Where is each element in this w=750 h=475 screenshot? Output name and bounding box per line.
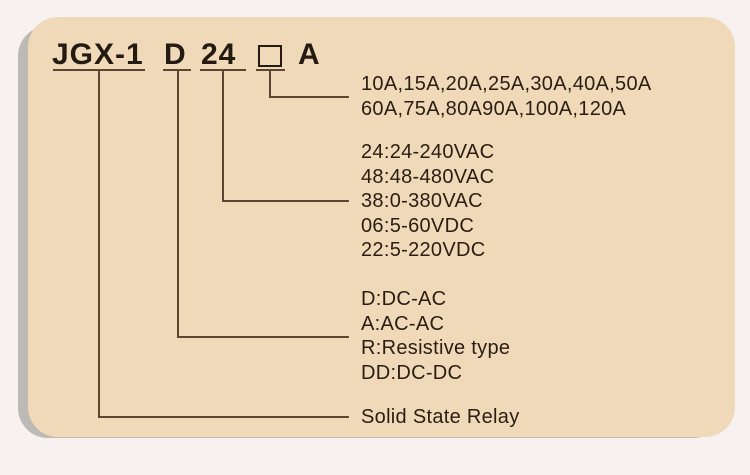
leader-current-horizontal (269, 96, 349, 98)
leader-current-vertical (269, 69, 271, 98)
leader-series-horizontal (98, 416, 349, 418)
code-series: JGX-1 (52, 38, 144, 71)
legend-series: Solid State Relay (361, 405, 520, 430)
legend-input-type: D:DC-AC A:AC-AC R:Resistive type DD:DC-D… (361, 287, 510, 385)
legend-current: 10A,15A,20A,25A,30A,40A,50A 60A,75A,80A9… (361, 72, 652, 121)
code-voltage: 24 (201, 38, 237, 71)
legend-voltage-line: 06:5-60VDC (361, 214, 475, 237)
model-code-card (28, 17, 735, 437)
legend-current-line: 60A,75A,80A90A,100A,120A (361, 97, 627, 120)
legend-voltage-line: 22:5-220VDC (361, 239, 486, 261)
legend-voltage-line: 24:24-240VAC (361, 141, 495, 163)
leader-input-type-vertical (177, 69, 179, 338)
legend-input-type-line: DD:DC-DC (361, 361, 463, 384)
legend-input-type-line: D:DC-AC (361, 288, 447, 310)
legend-voltage: 24:24-240VAC 48:48-480VAC 38:0-380VAC 06… (361, 140, 494, 263)
legend-series-line: Solid State Relay (361, 406, 520, 428)
leader-voltage-horizontal (222, 200, 349, 202)
leader-voltage-vertical (222, 69, 224, 202)
legend-voltage-line: 38:0-380VAC (361, 190, 483, 212)
legend-voltage-line: 48:48-480VAC (361, 165, 495, 188)
legend-current-line: 10A,15A,20A,25A,30A,40A,50A (361, 73, 652, 95)
current-placeholder-box (258, 45, 282, 67)
legend-input-type-line: A:AC-AC (361, 312, 445, 335)
leader-series-vertical (98, 69, 100, 418)
legend-input-type-line: R:Resistive type (361, 337, 511, 359)
code-unit: A (298, 38, 321, 71)
leader-input-type-horizontal (177, 336, 349, 338)
code-input-type: D (164, 38, 187, 71)
